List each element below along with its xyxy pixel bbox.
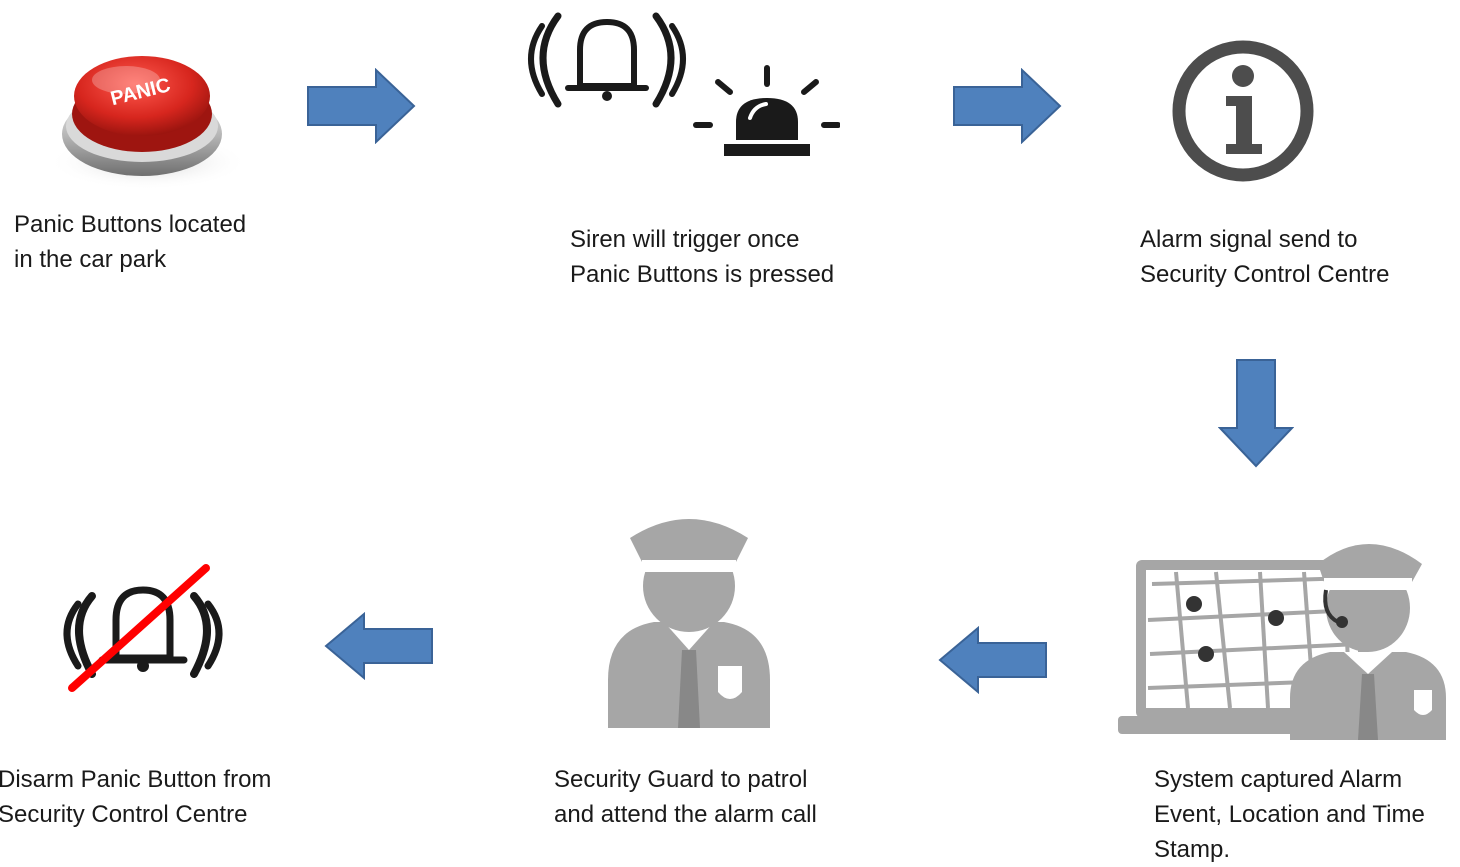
caption-line: Panic Buttons located [14,211,247,238]
alarm-signal-node [1170,38,1316,184]
caption-line: Panic Buttons is pressed [570,261,835,288]
caption-line: and attend the alarm call [554,801,817,828]
caption-line: Event, Location and Time [1154,801,1425,828]
caption-security-guard: Security Guard to patrol and attend the … [554,762,817,832]
caption-panic-button: Panic Buttons located in the car park [14,207,246,277]
caption-line: Security Guard to patrol [554,766,808,793]
system-capture-node [1118,524,1452,740]
caption-line: System captured Alarm [1154,766,1403,793]
caption-system-capture: System captured Alarm Event, Location an… [1154,762,1425,867]
arrow-left-2 [324,612,433,680]
arrow-right-2 [953,68,1062,144]
caption-line: Security Control Centre [1140,261,1390,288]
caption-line: Alarm signal send to [1140,226,1358,253]
siren-icon [528,12,840,156]
disarmed-bell-icon [63,564,223,692]
siren-node [518,6,840,166]
arrow-down [1218,359,1294,468]
caption-line: Siren will trigger once [570,226,800,253]
control-centre-icon [1118,544,1446,740]
security-guard-icon [608,519,770,728]
arrow-right-1 [307,68,416,144]
arrow-left-1 [938,626,1047,694]
caption-line: Security Control Centre [0,801,248,828]
caption-siren: Siren will trigger once Panic Buttons is… [570,222,834,292]
info-icon [1172,40,1314,182]
caption-line: Disarm Panic Button from [0,766,272,793]
caption-line: Stamp. [1154,836,1231,863]
caption-alarm-signal: Alarm signal send to Security Control Ce… [1140,222,1389,292]
disarm-node [52,562,234,694]
strike-line [68,564,210,692]
caption-disarm: Disarm Panic Button from Security Contro… [0,762,271,832]
panic-button-icon: PANIC [48,56,248,190]
caption-line: in the car park [14,246,167,273]
panic-button-node: PANIC [22,22,254,196]
security-guard-node [600,512,778,728]
